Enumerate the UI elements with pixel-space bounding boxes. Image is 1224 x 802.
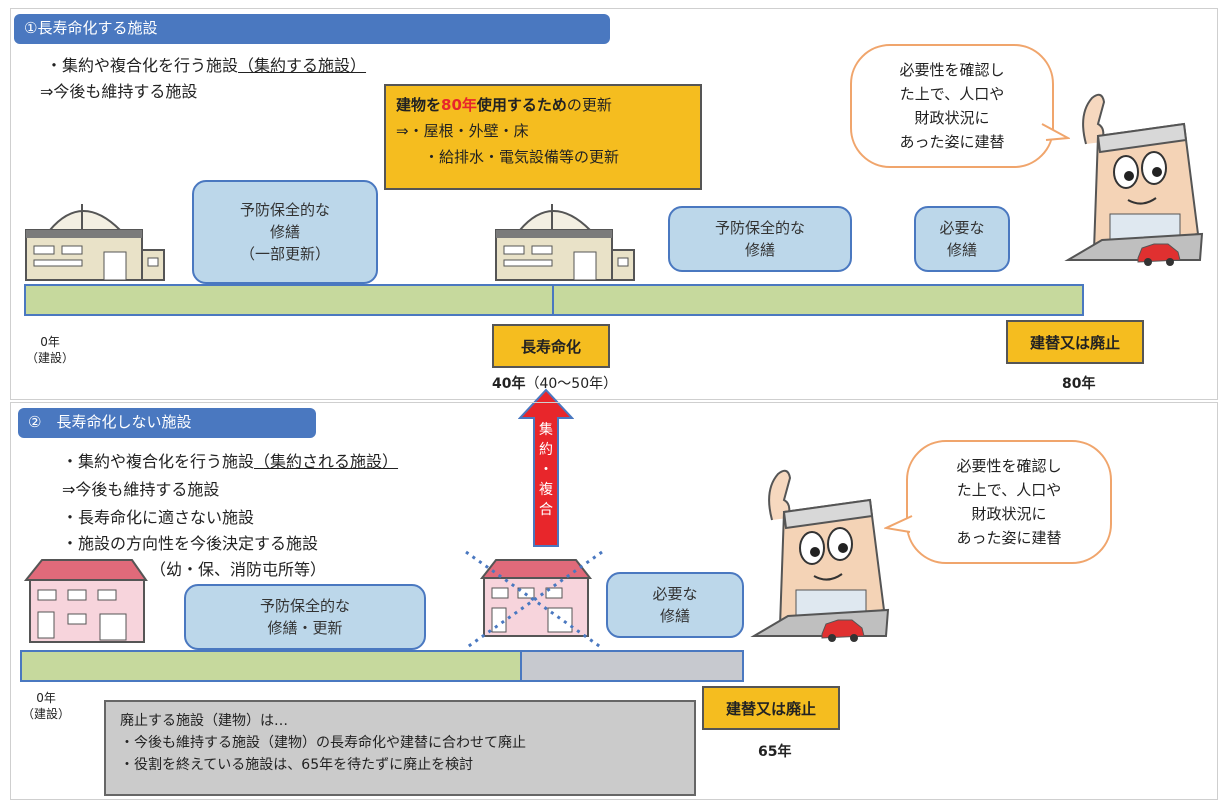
section-1-end-year: 80年	[1062, 376, 1096, 392]
house-icon	[23, 559, 148, 643]
arrow-char: ・	[539, 462, 553, 478]
timeline-bar-2a	[20, 650, 524, 682]
maintenance-bubble-1: 予防保全的な 修繕 （一部更新）	[192, 180, 378, 284]
update-box: 建物を80年使用するための更新 ⇒・屋根・外壁・床 ・給排水・電気設備等の更新	[384, 84, 702, 190]
maintenance-bubble-2: 予防保全的な 修繕	[668, 206, 852, 272]
section-2-frame	[10, 402, 1218, 800]
bubble-line: 修繕	[269, 223, 300, 241]
bubble-line: （一部更新）	[239, 245, 330, 263]
arrow-char: 集	[539, 422, 553, 438]
bubble-line: 必要な	[652, 585, 698, 603]
bubble-line: 修繕	[946, 241, 977, 259]
car-icon	[821, 619, 865, 642]
mascot-building-icon	[1064, 93, 1204, 261]
speech-line: あった姿に建替	[899, 133, 1005, 151]
note-line: ・役割を終えている施設は、65年を待たずに廃止を検討	[120, 757, 474, 773]
arrow-char: 複	[539, 482, 553, 498]
bubble-line: 修繕・更新	[267, 619, 343, 637]
speech-line: 財政状況に	[914, 109, 990, 127]
note-line: ・今後も維持する施設（建物）の長寿命化や建替に合わせて廃止	[120, 735, 526, 751]
arrow-char: 合	[539, 502, 553, 518]
speech-line: た上で、人口や	[899, 85, 1005, 103]
section-2-line-3: ・長寿命化に適さない施設	[62, 508, 255, 527]
mascot-building-icon	[750, 469, 890, 637]
speech-line: 必要性を確認し	[899, 61, 1005, 79]
speech-line: 必要性を確認し	[956, 457, 1062, 475]
section-2-line-1-text: ・集約や複合化を行う施設	[62, 452, 255, 471]
long-life-box: 長寿命化	[492, 324, 610, 368]
section-1-line-1: ・集約や複合化を行う施設（集約する施設）	[46, 54, 366, 78]
bubble-line: 必要な	[939, 219, 985, 237]
speech-bubble-1: 必要性を確認し た上で、人口や 財政状況に あった姿に建替	[850, 44, 1054, 168]
update-box-red: 80年	[441, 96, 477, 114]
update-box-post: の更新	[566, 96, 612, 114]
section-1-line-1-underlined: （集約する施設）	[238, 56, 367, 75]
speech-line: た上で、人口や	[956, 481, 1062, 499]
speech-line: あった姿に建替	[956, 529, 1062, 547]
arrow-char: 約	[539, 442, 553, 458]
bubble-line: 修繕	[659, 607, 690, 625]
section-1-line-2: ⇒今後も維持する施設	[40, 82, 198, 101]
maintenance-bubble-5: 必要な 修繕	[606, 572, 744, 638]
bubble-line: 予防保全的な	[259, 597, 350, 615]
start-note: （建設）	[22, 707, 71, 721]
section-2-end-year: 65年	[758, 744, 792, 760]
update-box-line-2: ⇒・屋根・外壁・床	[396, 122, 529, 140]
arrow-label: 集 約 ・ 複 合	[536, 420, 556, 520]
section-2-line-1: ・集約や複合化を行う施設（集約される施設）	[62, 450, 398, 474]
abolition-note: 廃止する施設（建物）は… ・今後も維持する施設（建物）の長寿命化や建替に合わせて…	[104, 700, 696, 796]
section-1-start-label: 0年 （建設）	[26, 334, 74, 366]
section-1-mid-year: 40年（40～50年）	[492, 372, 617, 396]
consolidation-arrow	[518, 388, 574, 547]
maintenance-bubble-4: 予防保全的な 修繕・更新	[184, 584, 426, 650]
public-building-icon	[495, 204, 635, 281]
update-box-line-3: ・給排水・電気設備等の更新	[424, 148, 620, 166]
start-year: 0年	[40, 335, 60, 349]
timeline-bar-1b	[552, 284, 1084, 316]
start-note: （建設）	[26, 351, 75, 365]
public-building-icon	[25, 204, 165, 281]
house-icon	[465, 550, 603, 650]
section-2-line-4: ・施設の方向性を今後決定する施設	[62, 534, 319, 553]
timeline-bar-1a	[24, 284, 556, 316]
maintenance-bubble-3: 必要な 修繕	[914, 206, 1010, 272]
update-box-pre: 建物を	[396, 96, 442, 114]
bubble-line: 予防保全的な	[714, 219, 805, 237]
timeline-bar-2b	[520, 650, 744, 682]
section-2-line-1-underlined: （集約される施設）	[254, 452, 399, 471]
car-icon	[1137, 243, 1181, 266]
start-year: 0年	[36, 691, 56, 705]
section-1-line-1-text: ・集約や複合化を行う施設	[46, 56, 239, 75]
rebuild-or-abolish-box-1: 建替又は廃止	[1006, 320, 1144, 364]
speech-bubble-2: 必要性を確認し た上で、人口や 財政状況に あった姿に建替	[906, 440, 1112, 564]
bubble-line: 修繕	[744, 241, 775, 259]
speech-tail-2	[884, 515, 913, 533]
section-1-frame	[10, 8, 1218, 400]
update-box-bold: 使用するため	[476, 96, 567, 114]
mid-year: 40年	[492, 376, 526, 392]
speech-tail-1	[1041, 123, 1070, 141]
note-line: 廃止する施設（建物）は…	[120, 713, 288, 729]
section-2-line-5: （幼・保、消防屯所等）	[150, 560, 327, 579]
bubble-line: 予防保全的な	[239, 201, 330, 219]
section-2-title: ② 長寿命化しない施設	[18, 408, 316, 438]
rebuild-or-abolish-box-2: 建替又は廃止	[702, 686, 840, 730]
section-2-line-2: ⇒今後も維持する施設	[62, 480, 220, 499]
section-1-title: ①長寿命化する施設	[14, 14, 610, 44]
speech-line: 財政状況に	[971, 505, 1047, 523]
section-2-start-label: 0年 （建設）	[22, 690, 70, 722]
update-box-line-1: 建物を80年使用するための更新	[396, 92, 690, 118]
mid-range: （40～50年）	[525, 376, 618, 392]
